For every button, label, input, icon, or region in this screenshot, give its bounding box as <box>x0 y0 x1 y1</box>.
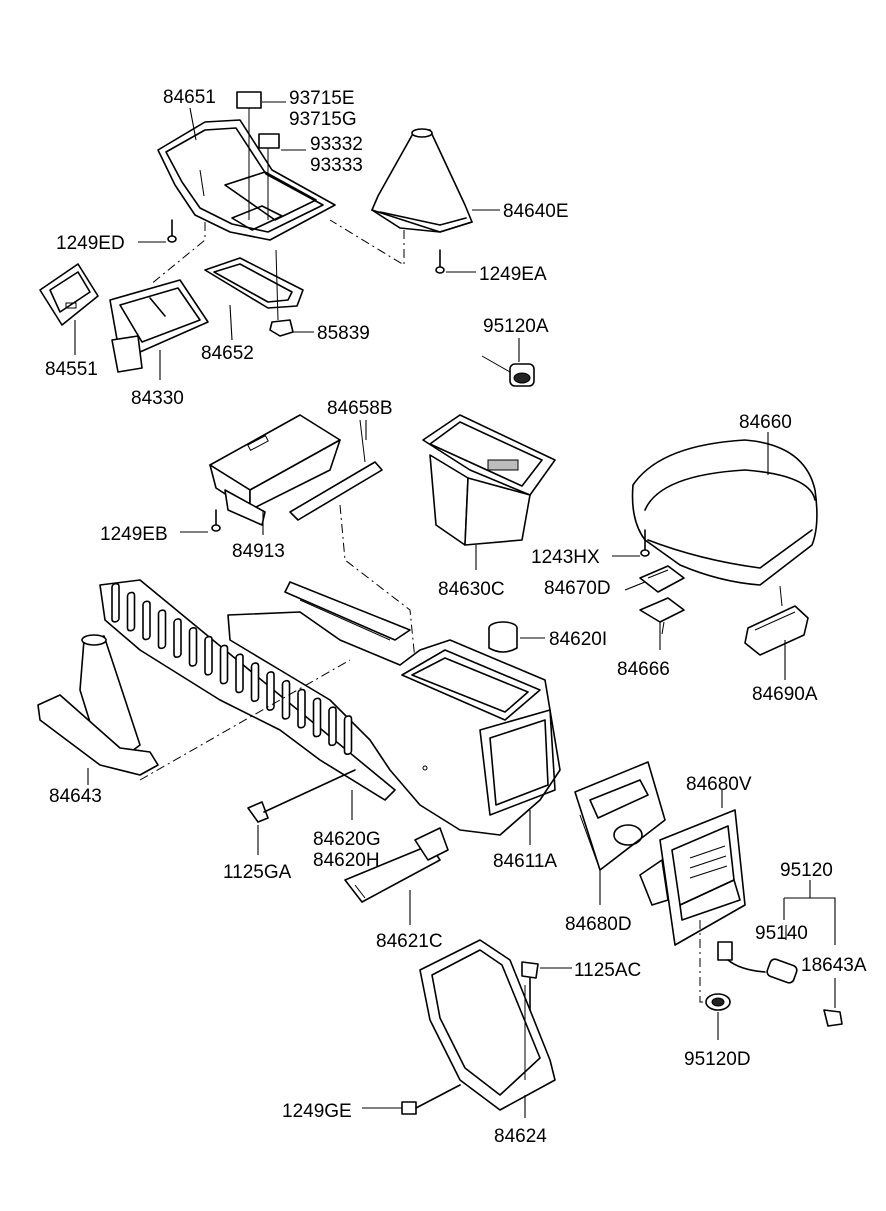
part-95140-socket <box>717 941 798 984</box>
bolt-1125AC <box>521 961 539 1011</box>
label-95120D: 95120D <box>684 1049 751 1070</box>
label-84624: 84624 <box>494 1126 547 1147</box>
vent-slat <box>142 600 151 641</box>
label-95120: 95120 <box>780 860 833 881</box>
label-1249EB: 1249EB <box>100 524 168 545</box>
dash-line-4 <box>139 659 351 781</box>
vent-slat <box>204 635 213 676</box>
label-1249GE: 1249GE <box>282 1101 352 1122</box>
vent-slat <box>219 644 229 685</box>
screw-1249GE <box>401 1084 461 1115</box>
part-95120A-socket <box>481 355 535 387</box>
switch-93332 <box>258 133 280 149</box>
label-84330: 84330 <box>131 388 184 409</box>
part-95120D-cap <box>699 920 731 1011</box>
switch-93715 <box>236 91 262 109</box>
label-84680D: 84680D <box>565 914 632 935</box>
part-18643A-bulb <box>823 1009 843 1027</box>
bolt-1125GA <box>247 769 356 823</box>
part-84621C-bracket <box>344 827 449 903</box>
label-93715E: 93715E <box>289 88 355 109</box>
dash-line-2 <box>149 222 206 286</box>
part-84611A-main-console <box>227 581 561 836</box>
part-84652-bezel <box>204 257 304 309</box>
label-84652: 84652 <box>201 343 254 364</box>
part-84658B-strip <box>289 419 383 521</box>
leader-lines <box>74 101 836 1118</box>
label-84620H: 84620H <box>313 850 380 871</box>
label-95140: 95140 <box>755 923 808 944</box>
label-84658B: 84658B <box>327 398 393 419</box>
label-84551: 84551 <box>45 359 98 380</box>
vent-slat <box>250 662 260 703</box>
label-93332: 93332 <box>310 134 363 155</box>
vent-slat <box>111 582 120 623</box>
label-1125AC: 1125AC <box>574 960 641 981</box>
part-84624-lower-bracket <box>419 939 556 1111</box>
part-84651-console-upper-panel <box>157 91 336 241</box>
label-84621C: 84621C <box>376 931 443 952</box>
bracket-line-95120 <box>784 897 836 945</box>
label-84630C: 84630C <box>438 579 505 600</box>
label-84611A: 84611A <box>493 851 557 872</box>
part-84640E-shift-boot <box>371 128 473 233</box>
part-84630C-storage-box <box>422 414 556 546</box>
part-84670D-hinge <box>639 565 685 593</box>
vent-slat <box>343 715 353 755</box>
vent-slat <box>328 706 337 747</box>
part-84680V-vent <box>639 809 746 946</box>
label-84651: 84651 <box>163 87 216 108</box>
label-84660: 84660 <box>739 412 792 433</box>
screw-1249EA <box>435 249 445 274</box>
label-1243HX: 1243HX <box>531 547 600 568</box>
part-84660-armrest <box>631 439 818 586</box>
vent-slat <box>126 591 136 632</box>
label-1249ED: 1249ED <box>56 233 125 254</box>
label-84620I: 84620I <box>549 629 607 650</box>
label-95120A: 95120A <box>483 316 549 337</box>
vent-slat <box>157 609 167 650</box>
part-84913-lid <box>209 414 341 526</box>
part-84620G-rear-panel <box>99 579 396 801</box>
label-1125GA: 1125GA <box>223 862 292 883</box>
label-84643: 84643 <box>49 786 102 807</box>
label-93333: 93333 <box>310 155 363 176</box>
label-84913: 84913 <box>232 541 285 562</box>
part-84643-rear-boot <box>37 634 159 776</box>
dash-line-1 <box>329 219 405 266</box>
label-1249EA: 1249EA <box>479 264 547 285</box>
vent-slat <box>312 697 322 738</box>
label-84666: 84666 <box>617 659 670 680</box>
screw-1243HX <box>640 529 650 557</box>
label-93715G: 93715G <box>289 109 357 130</box>
vent-slat <box>188 626 198 667</box>
part-84680D-bezel <box>574 761 666 871</box>
label-18643A: 18643A <box>801 955 867 976</box>
part-84690A-latch <box>744 585 809 656</box>
label-84680V: 84680V <box>686 774 752 795</box>
clip-85839 <box>269 249 294 337</box>
label-85839: 85839 <box>317 323 370 344</box>
label-84640E: 84640E <box>503 201 569 222</box>
screw-1249ED <box>167 219 177 243</box>
part-84666-hinge <box>639 597 685 635</box>
dash-line-3 <box>339 504 416 661</box>
label-84670D: 84670D <box>544 578 611 599</box>
vent-slat <box>281 679 291 720</box>
vent-slat <box>235 653 244 694</box>
part-84551-bracket <box>39 263 99 326</box>
vent-slat <box>173 618 182 658</box>
label-84690A: 84690A <box>752 684 818 705</box>
screw-1249EB <box>211 509 221 532</box>
vent-slat <box>297 688 306 729</box>
vent-slat <box>266 671 275 711</box>
part-84620I-cup-holder <box>488 621 518 653</box>
part-labels: 84651 93715E 93715G 93332 93333 84640E 1… <box>45 87 867 1147</box>
label-84620G: 84620G <box>313 829 381 850</box>
part-84330-tray <box>109 279 209 373</box>
